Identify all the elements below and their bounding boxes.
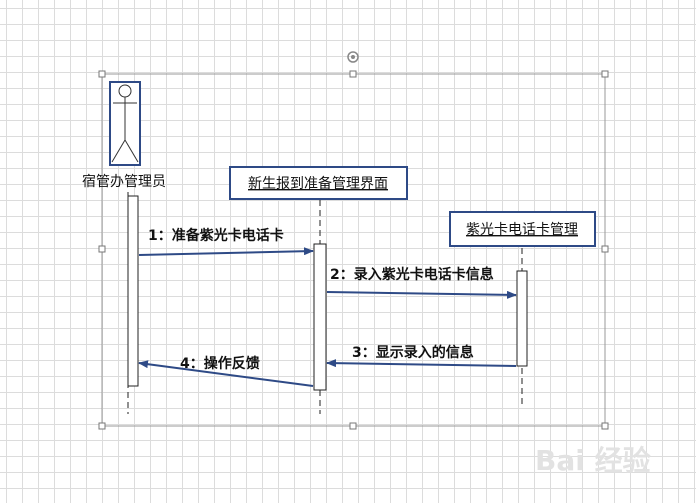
message-arrow-2[interactable] (326, 290, 517, 299)
actor-name: 宿管办管理员 (82, 173, 166, 190)
selection-frame[interactable] (101, 73, 606, 427)
resize-handle[interactable] (98, 70, 106, 78)
watermark-text: Bai 经验 (535, 444, 651, 477)
actor[interactable]: 宿管办管理员 (82, 81, 166, 190)
object-name: 紫光卡电话卡管理 (466, 222, 578, 238)
resize-handle[interactable] (601, 422, 609, 430)
message-arrow-3[interactable] (326, 359, 517, 368)
activation-bar-actor[interactable] (127, 195, 139, 387)
message-arrow-1[interactable] (138, 247, 314, 256)
watermark: Bai 经验 (535, 444, 651, 477)
selection-handles[interactable] (98, 70, 609, 430)
resize-handle[interactable] (349, 422, 357, 430)
message-arrow-4[interactable] (138, 360, 314, 387)
object-name: 新生报到准备管理界面 (248, 175, 388, 192)
object-box-2[interactable]: 紫光卡电话卡管理 (449, 211, 596, 247)
activation-bar-object-1[interactable] (313, 243, 327, 391)
activations (127, 195, 528, 391)
message-label-4: 4：操作反馈 (180, 355, 260, 372)
message-label-2: 2：录入紫光卡电话卡信息 (330, 266, 494, 283)
actor-frame (109, 81, 141, 166)
message-arrows (138, 247, 517, 387)
actor-icon (111, 84, 139, 163)
message-label-1: 1：准备紫光卡电话卡 (148, 227, 284, 244)
resize-handle[interactable] (601, 245, 609, 253)
object-box-1[interactable]: 新生报到准备管理界面 (229, 166, 408, 200)
rotate-handle-icon[interactable] (347, 51, 359, 63)
resize-handle[interactable] (98, 245, 106, 253)
resize-handle[interactable] (601, 70, 609, 78)
resize-handle[interactable] (98, 422, 106, 430)
resize-handle[interactable] (349, 70, 357, 78)
message-label-3: 3：显示录入的信息 (352, 344, 474, 361)
activation-bar-object-2[interactable] (516, 270, 528, 367)
